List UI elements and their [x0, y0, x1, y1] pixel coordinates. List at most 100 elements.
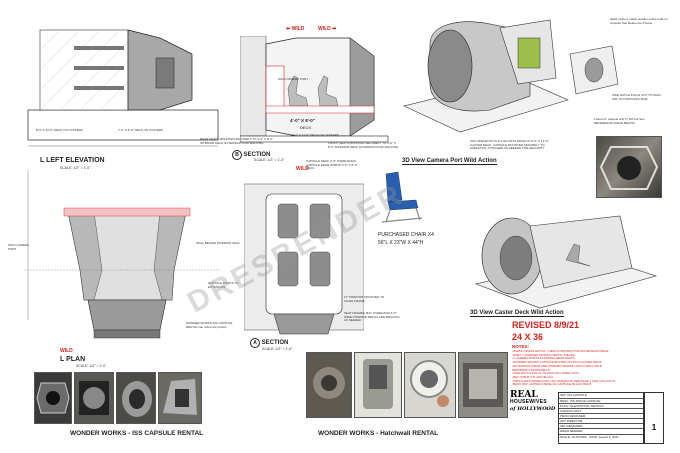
iss-photo-3: [116, 372, 156, 424]
logo-line-2: HOUSEWIVES: [510, 399, 547, 405]
title-block-row: PLAN / ELEVATIONS / DETAILS: [559, 403, 643, 408]
title-block-row: ART DIRECTOR:: [559, 418, 643, 423]
section-b-nose: [349, 37, 375, 137]
left-elevation-drawing: [27, 29, 219, 147]
wild-plan-label: WILD: [60, 348, 73, 354]
elevation-capsule-drawing: [24, 170, 220, 339]
caster-3d-extension: [529, 215, 633, 289]
note-line: -WIDTH WAS ADDED FOR CNC SKELETON SEE PA…: [512, 378, 615, 383]
deck-dimension: 4'-0" X 8'-0": [290, 118, 315, 123]
elevation-deck-base: [27, 109, 219, 141]
caster-3d-hatch: [499, 235, 533, 281]
frame-note: Frame for capsule with 6" Fill Out See R…: [594, 117, 645, 125]
hatchwall-photo-4-art: [463, 363, 503, 407]
elevation-rail-3: [74, 86, 124, 90]
iss-rental-caption: WONDER WORKS - ISS CAPSULE RENTAL: [70, 430, 204, 437]
capsule-insets-note: CAPSULE INSETS TO EXTENSION: [208, 281, 239, 289]
caster-deck-3d-drawing: [474, 215, 658, 309]
section-a-marker: A: [250, 338, 260, 348]
frame-photo-art: [599, 146, 659, 190]
iss-photo-4: [158, 372, 202, 424]
sheet-number: 1: [651, 423, 657, 432]
section-a-seats: [277, 203, 331, 287]
scale-value: AS NOTED: [571, 435, 587, 439]
logo-line-3: of HOLLYWOOD: [510, 406, 556, 412]
chair-back: [385, 171, 403, 203]
cnc-skeleton-note: CNC SKELETON IS FLUSH WITH EDGE OF 8'-0"…: [470, 139, 549, 151]
deck-casters-label-1: 8'-0" X 12'-0" DECK ON CASTERS: [36, 128, 83, 132]
elev-capsule-base: [87, 299, 167, 331]
wild-text: WILD: [291, 26, 305, 32]
camera-port-view-title: 3D View Camera Port Wild Action: [402, 158, 497, 165]
deck-label: DECK: [300, 125, 312, 130]
wild-section-a: WILD: [296, 166, 309, 172]
section-a-scale: SCALE: 1/2" = 1'-0": [262, 347, 293, 351]
section-b-camera-port: [265, 65, 285, 111]
elev-capsule-right-panel: [153, 211, 187, 301]
title-block-row: SET: ISS CAPSULE: [560, 393, 587, 397]
date-value: August 9, 2021: [598, 435, 619, 439]
hatchwall-photo-2-art: [363, 359, 393, 409]
elev-capsule-top-band: [63, 207, 191, 217]
note-line: -SIDE HATCH PULLS TO WILD ANY DIRECTION: [512, 371, 579, 376]
deck-casters-label-2: 7'-0" X 8'-0" DECK ON CASTERS: [118, 128, 164, 132]
view-title: 3D View Camera Port Wild Action: [402, 158, 497, 165]
section-b-title: B SECTION: [232, 150, 270, 160]
view-title: 3D View Caster Deck Wild Action: [470, 310, 564, 317]
chair-dimensions: 56"L X 23"W X 44"H: [378, 240, 424, 246]
seat-rear-left: [277, 203, 299, 239]
notes-list: -WHITE CROSS HATCH = NEW CONSTRUCTION EX…: [512, 349, 662, 387]
monitor-note: 17" MONITOR MOUNTED TO CHAIR FRAME: [344, 295, 385, 303]
section-b-drawing: [240, 36, 389, 143]
camera-3d-interior: [517, 37, 541, 69]
notes-title: NOTES:: [512, 344, 530, 349]
side-hatch-door: [584, 57, 604, 83]
note-line: SEPARATE CASTER DECK: [512, 367, 550, 372]
capsule-deck-note: CAPSULE DECK 3'-0" OVERHANGS CAPSULE EDG…: [306, 159, 358, 171]
hatchwall-photo-2: [354, 352, 402, 418]
title-block-row: SET DESIGNER:: [559, 423, 643, 428]
iss-photo-3-art: [122, 381, 152, 417]
note-line: -BACK OFF LIMITED INSIDE OF CAPSULE BLAC…: [512, 382, 592, 387]
left-elevation-title: L LEFT ELEVATION: [40, 157, 105, 164]
logo-line-1: REAL: [510, 390, 538, 400]
deck-casters-label-3: 8'-0" X 12'-0" DECK ON CASTERS: [292, 133, 339, 137]
wild-label-top: ⬅ WILD: [286, 26, 305, 32]
view-title: SECTION: [261, 340, 289, 346]
section-b-deck: [265, 105, 375, 114]
hatch-pull-note: Hatch pulls to match wonder works pulls …: [610, 17, 668, 25]
rear-seats-note: REAR SEATS MOUNTED SECURELY TO 4'-0" X 8…: [200, 137, 273, 145]
side-hatch-drawing: [569, 45, 619, 95]
sheet-size: 24 X 36: [512, 332, 544, 342]
revision-date: REVISED 8/9/21: [512, 320, 580, 330]
title-block-row: DESC: ISS SPACE CAPSULE: [559, 398, 643, 403]
camera-3d-nose: [427, 29, 473, 103]
title-block-row: PROD DESIGNER:: [559, 413, 643, 418]
elevation-rail-2: [74, 66, 124, 70]
section-a-base: [273, 313, 335, 335]
title-block-row: CARSON HOLT: [559, 408, 643, 413]
view-title: PLAN: [66, 356, 86, 363]
section-b-scale: SCALE: 1/2" = 1'-0": [254, 158, 285, 162]
seat-front-right: [309, 251, 331, 287]
note-line: -EXTENSION PIECE AND WONDER WORKS HATCH …: [512, 363, 602, 368]
sheet-number-box: 1: [644, 392, 664, 444]
seat-frames-note: SEAT FRAMES MAY OVERHANG 4'-0" WIDE INTE…: [344, 311, 400, 323]
plan-title: L PLAN: [60, 356, 85, 363]
caster-3d-seat: [565, 243, 591, 267]
wild-label-top-right: WILD ➡: [318, 26, 337, 32]
section-b-caster-deck: [240, 135, 389, 143]
view-marker: L: [60, 356, 65, 363]
wall-label: WALL BEHIND INTERIOR WALL: [196, 241, 241, 245]
wild-camera-port-section: WILD CAMERA PORT: [278, 77, 309, 81]
view-marker: L: [40, 157, 45, 164]
section-a-title: A SECTION: [250, 338, 288, 348]
wonder-works-note: WONDER WORKS ISS CAPSULE RENTAL see refe…: [186, 321, 233, 329]
elevation-capsule-window: [155, 57, 175, 89]
elev-capsule-foot: [93, 329, 161, 339]
camera-port-3d-drawing: [403, 19, 569, 133]
note-line: -RET. WIN 8' X 8" AND BLACK: [512, 374, 554, 379]
purchased-chair-image: [381, 171, 423, 223]
section-b-marker: B: [232, 150, 242, 160]
iss-photo-1-art: [36, 382, 70, 414]
